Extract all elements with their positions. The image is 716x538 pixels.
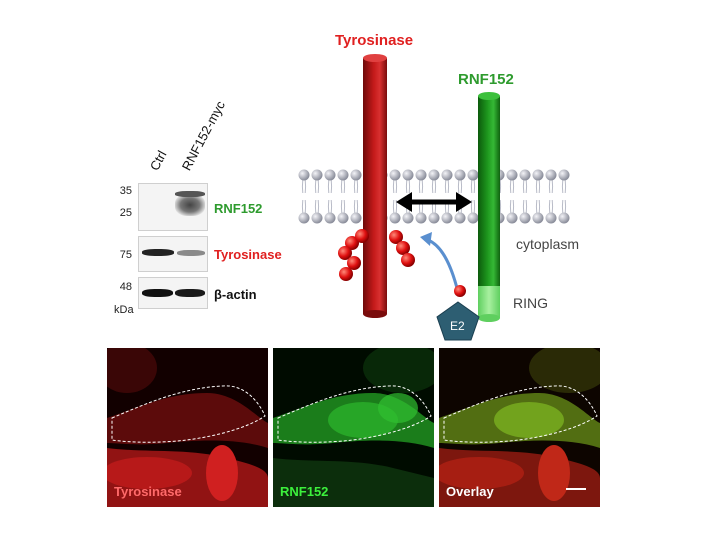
tyrosinase-protein: [363, 54, 387, 318]
ubiquitin-on-e2: [454, 285, 466, 297]
lane-label-rnf152-myc: RNF152-myc: [179, 98, 228, 173]
lipid-head: [325, 213, 336, 224]
lipid-head: [546, 213, 557, 224]
lipid-head: [390, 213, 401, 224]
lipid-head: [416, 213, 427, 224]
lipid-head: [351, 170, 362, 181]
lipid-head: [325, 170, 336, 181]
blot-label-tyrosinase: Tyrosinase: [214, 247, 282, 262]
cytoplasm-label: cytoplasm: [516, 236, 579, 252]
marker-25: 25: [110, 207, 132, 219]
blot-label-rnf152: RNF152: [214, 201, 262, 216]
lipid-head: [312, 213, 323, 224]
lipid-head: [455, 213, 466, 224]
blot-panel-rnf152: [138, 183, 208, 231]
marker-35: 35: [110, 185, 132, 197]
ring-domain-label: RING: [513, 295, 548, 311]
micrograph-rnf152: RNF152: [273, 348, 434, 507]
lipid-head: [559, 213, 570, 224]
micrograph-tyrosinase: Tyrosinase: [107, 348, 268, 507]
scale-bar: [566, 488, 586, 490]
lipid-head: [468, 170, 479, 181]
micrograph-label-rnf152: RNF152: [280, 484, 328, 499]
lane-label-ctrl: Ctrl: [147, 148, 170, 173]
lipid-head: [351, 213, 362, 224]
lipid-head: [442, 213, 453, 224]
lipid-head: [390, 170, 401, 181]
lipid-head: [299, 170, 310, 181]
lipid-tails: [302, 180, 565, 213]
e2-transfer-arrow: [420, 232, 458, 292]
micrograph-overlay: Overlay: [439, 348, 600, 507]
rnf152-diagram-label: RNF152: [458, 71, 514, 88]
lipid-head: [429, 213, 440, 224]
lipid-head: [403, 170, 414, 181]
lipid-head: [507, 170, 518, 181]
band-actin-rnf152: [175, 289, 205, 297]
lipid-head: [520, 213, 531, 224]
band-rnf152-top: [175, 191, 205, 197]
lipid-head: [507, 213, 518, 224]
lipid-head: [429, 170, 440, 181]
micrograph-label-tyrosinase: Tyrosinase: [114, 484, 182, 499]
rnf152-protein: [478, 92, 500, 322]
marker-75: 75: [110, 249, 132, 261]
blot-label-beta-actin: β-actin: [214, 287, 257, 302]
lipid-head: [455, 170, 466, 181]
lipid-heads: [299, 170, 570, 224]
lipid-head: [312, 170, 323, 181]
e2-label: E2: [450, 319, 465, 333]
band-actin-ctrl: [142, 289, 173, 297]
lipid-head: [416, 170, 427, 181]
marker-48: 48: [110, 281, 132, 293]
blot-panel-tyrosinase: [138, 236, 208, 272]
lipid-head: [468, 213, 479, 224]
lipid-head: [520, 170, 531, 181]
interaction-arrow: [396, 192, 472, 212]
lipid-head: [338, 213, 349, 224]
tyrosinase-diagram-label: Tyrosinase: [335, 32, 413, 49]
band-tyrosinase-rnf152: [177, 250, 205, 256]
band-tyrosinase-ctrl: [142, 249, 174, 256]
lipid-head: [559, 170, 570, 181]
lipid-head: [533, 170, 544, 181]
lipid-head: [546, 170, 557, 181]
lipid-head: [533, 213, 544, 224]
lipid-head: [299, 213, 310, 224]
band-rnf152-smear: [175, 194, 205, 216]
unit-kda: kDa: [114, 304, 136, 316]
lipid-head: [442, 170, 453, 181]
lipid-head: [403, 213, 414, 224]
micrograph-label-overlay: Overlay: [446, 484, 494, 499]
lipid-head: [338, 170, 349, 181]
blot-panel-beta-actin: [138, 277, 208, 309]
